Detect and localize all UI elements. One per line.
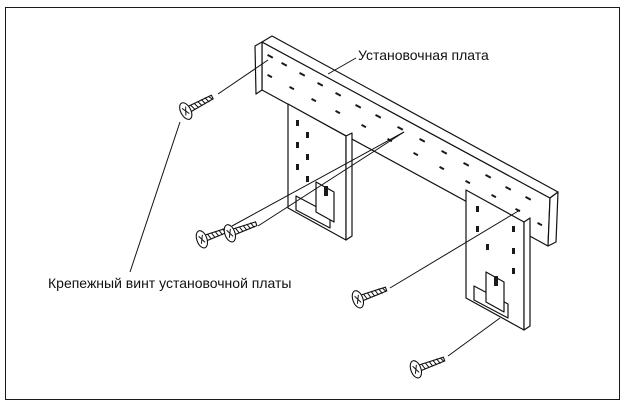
- leader-lines: [129, 57, 357, 273]
- left-leg-slots: [296, 120, 328, 196]
- screw-bottom: [409, 356, 446, 379]
- mounting-plate: [254, 35, 559, 331]
- screw-top-left: [179, 94, 214, 120]
- mounting-screw-label: Крепежный винт установочной платы: [48, 275, 291, 291]
- mounting-plate-label: Установочная плата: [358, 47, 489, 63]
- screw-middle-left-2: [223, 221, 258, 243]
- screw-lower-middle: [351, 286, 388, 309]
- screw-middle-left-1: [195, 227, 230, 249]
- right-leg-slots: [476, 206, 515, 286]
- guide-lines: [217, 59, 521, 357]
- rail-slots: [267, 54, 543, 227]
